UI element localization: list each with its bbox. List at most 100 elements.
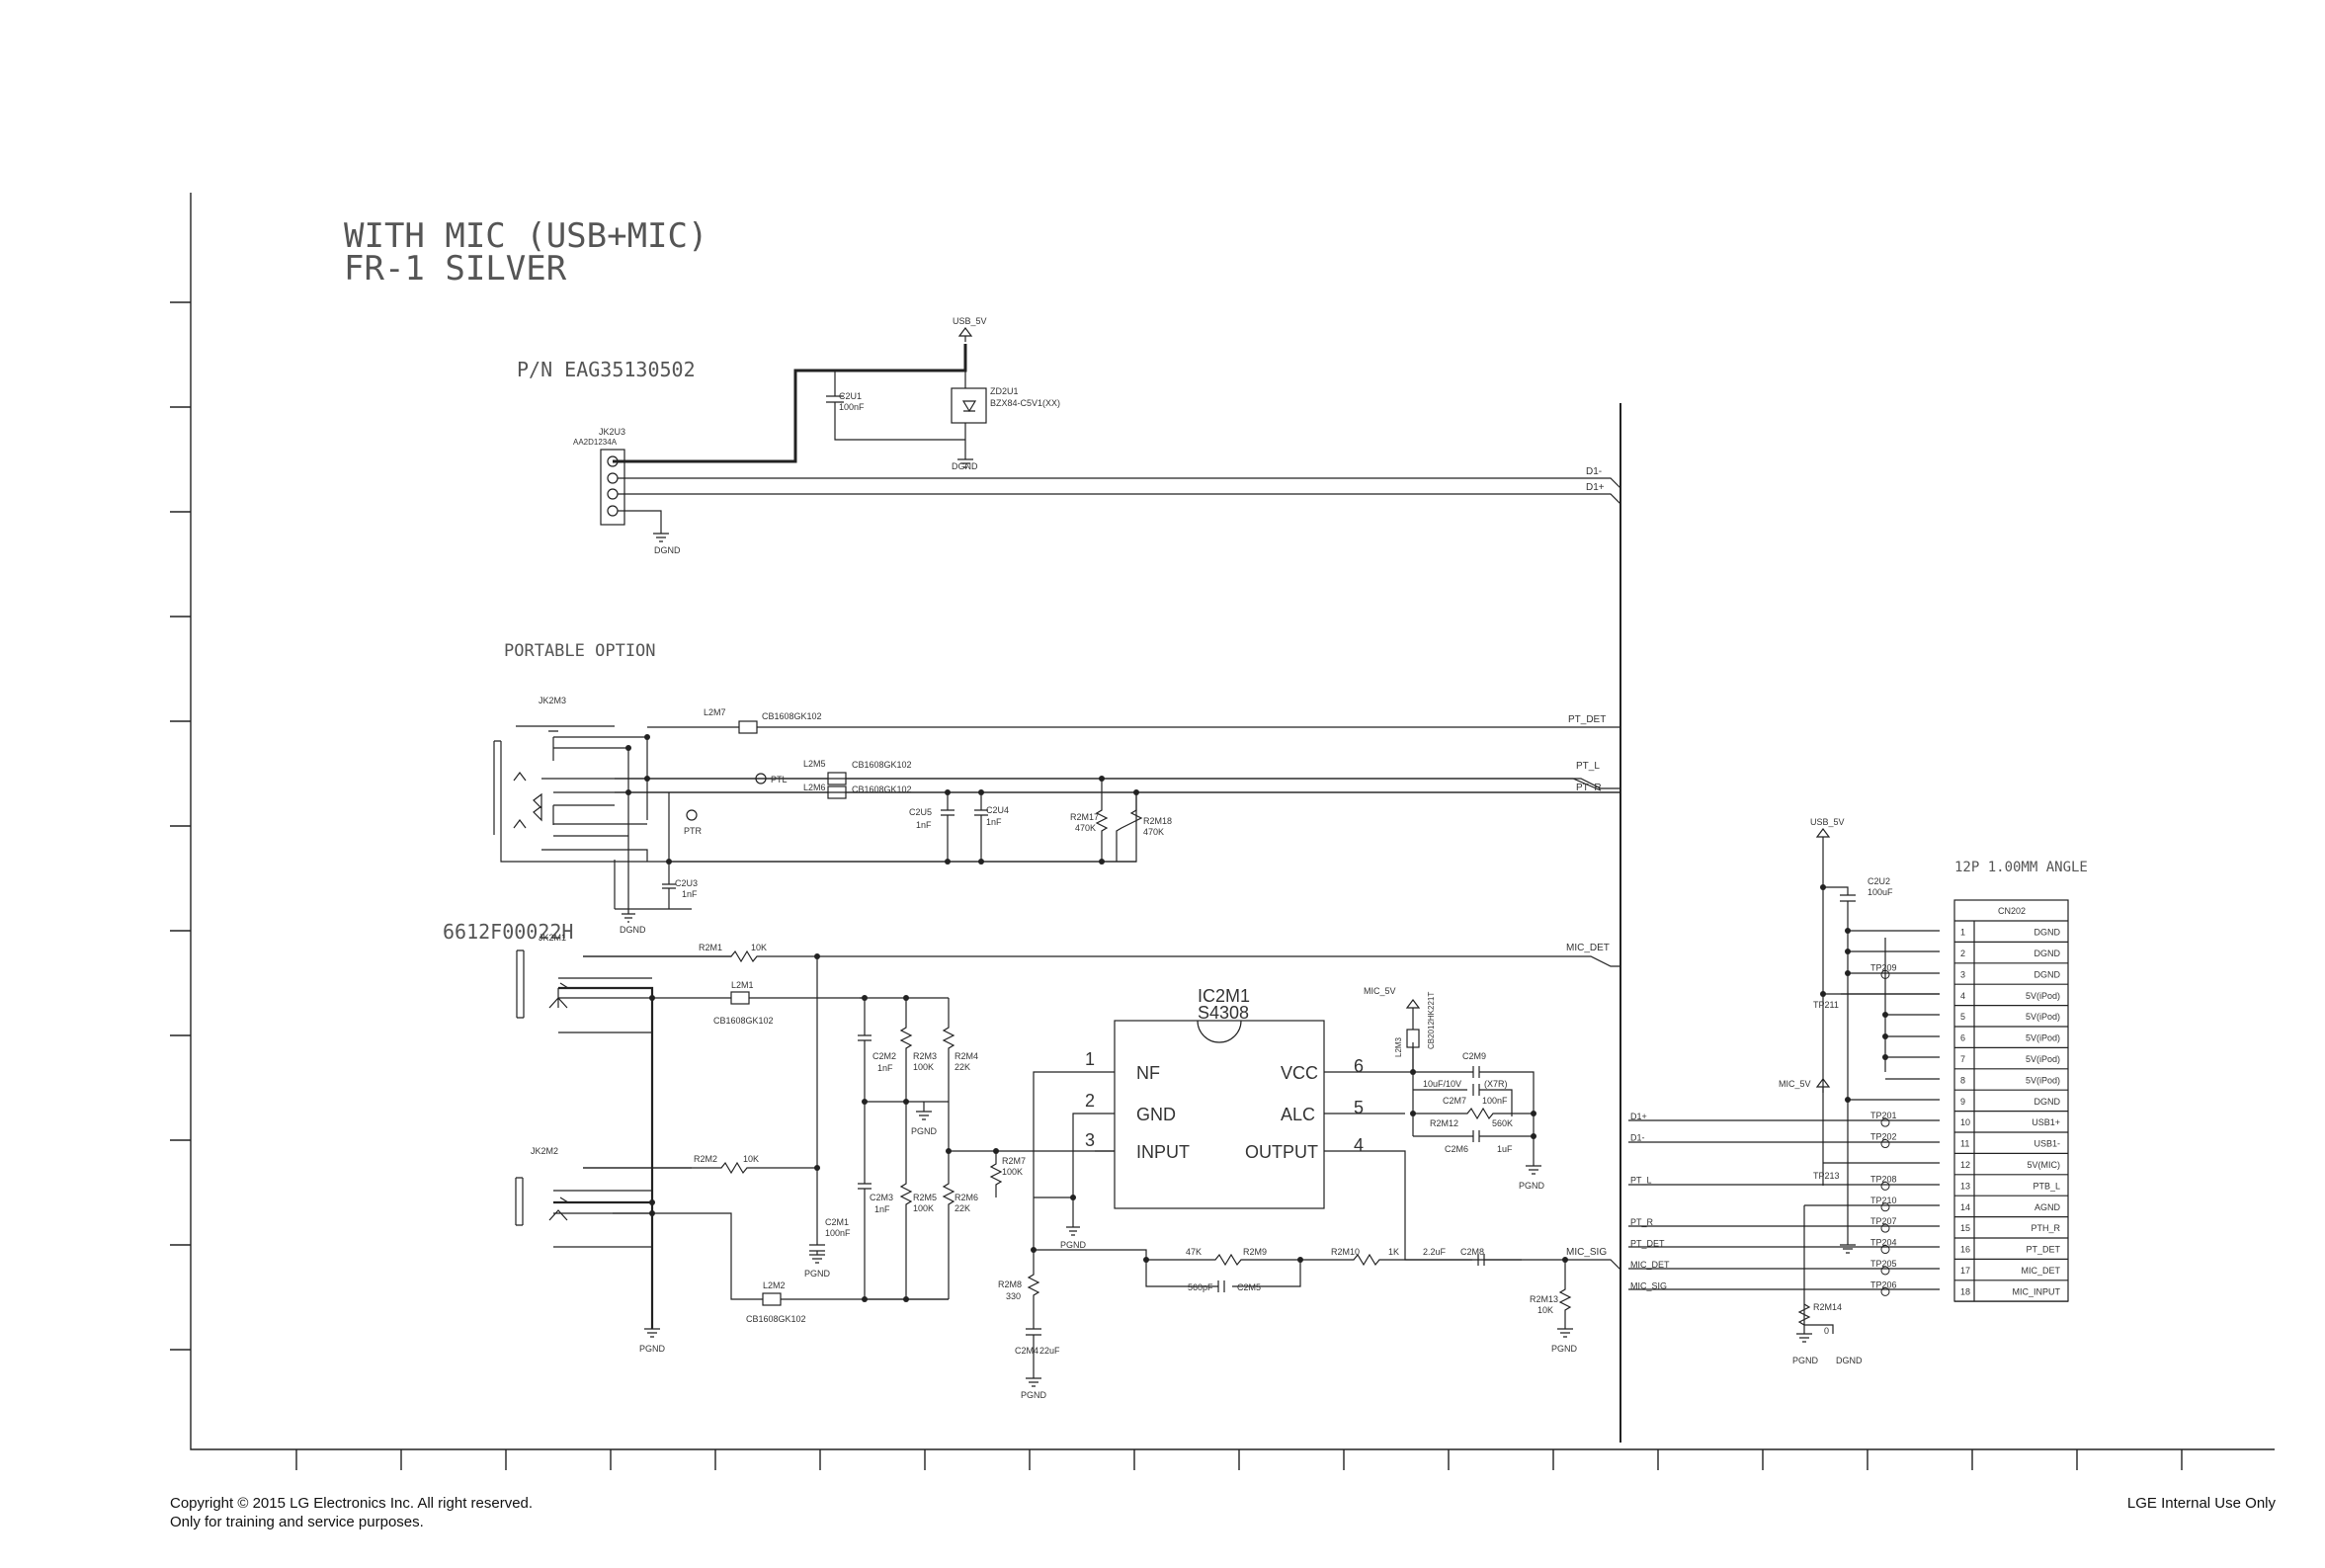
cn-pin-number: 9 <box>1960 1097 1965 1107</box>
cn-testpoint-label: TP210 <box>1870 1196 1897 1205</box>
cn-pin-name: 5V(iPod) <box>2026 1033 2060 1043</box>
l2m1-part: CB1608GK102 <box>713 1016 774 1026</box>
l2m2-ferrite <box>762 1292 782 1306</box>
r2m10-value: 1K <box>1388 1247 1399 1257</box>
training-text: Only for training and service purposes. <box>170 1514 424 1530</box>
ic2m1-body <box>1114 1020 1325 1209</box>
cn-testpoint-label: TP201 <box>1870 1111 1897 1120</box>
cn-testpoint-label: TP206 <box>1870 1279 1897 1289</box>
c2m8-value: 2.2uF <box>1423 1247 1447 1257</box>
pgnd-label-ic: PGND <box>1060 1240 1087 1250</box>
sheet-title-line1: WITH MIC (USB+MIC) <box>344 216 707 256</box>
r2m13-label: R2M13 <box>1530 1294 1558 1304</box>
ic-part: S4308 <box>1198 1003 1249 1023</box>
usb-5v-symbol <box>957 327 973 342</box>
cn202-label: CN202 <box>1998 906 2026 916</box>
c2u2-label: C2U2 <box>1868 876 1890 886</box>
pgnd-label-jack: PGND <box>639 1344 666 1354</box>
cn-pgnd-label: PGND <box>1792 1356 1819 1365</box>
l2m7-part: CB1608GK102 <box>762 711 822 721</box>
r2m13 <box>1557 1260 1573 1338</box>
l2m5-label: L2M5 <box>803 759 826 769</box>
c2u2-value: 100uF <box>1868 887 1893 897</box>
dgnd-label-usb: DGND <box>952 461 978 471</box>
cn-pin-name: 5V(iPod) <box>2026 1054 2060 1064</box>
jk2m1-thick <box>558 986 654 1329</box>
cn-left-rail <box>1822 843 1940 1254</box>
frame-left-border <box>190 193 2275 1450</box>
net-pt-det: PT_DET <box>1568 714 1606 725</box>
cn-net-label: MIC_SIG <box>1630 1280 1667 1290</box>
dgnd-label-jk2u3: DGND <box>654 545 681 555</box>
net-d-minus: D1- <box>1586 466 1602 477</box>
ic-pin-vcc: VCC <box>1281 1063 1318 1083</box>
cn-usb5v-symbol <box>1815 828 1831 843</box>
l2m3-part: CB2012HK221T <box>1427 992 1436 1049</box>
cn-testpoint <box>1880 1139 1890 1149</box>
r2m7-value: 100K <box>1002 1167 1023 1177</box>
ic-pin-gnd: GND <box>1136 1105 1176 1124</box>
cn-testpoint <box>1880 1202 1890 1212</box>
cn-net-label: PT_L <box>1630 1175 1652 1185</box>
r2m4-value: 22K <box>955 1062 970 1072</box>
cn-pin-name: PTH_R <box>2031 1223 2060 1233</box>
c2m1-label: C2M1 <box>825 1217 849 1227</box>
c2m9-value: 10uF/10V <box>1423 1079 1461 1089</box>
c2m4-value: 22uF <box>1039 1346 1060 1356</box>
cn-dgnd-rail <box>1848 930 1940 1101</box>
r2m8-value: 330 <box>1006 1291 1021 1301</box>
c2m6-label: C2M6 <box>1445 1144 1468 1154</box>
r2m10-label: R2M10 <box>1331 1247 1360 1257</box>
ic-pin-2: 2 <box>1085 1091 1095 1111</box>
r2m6-label: R2M6 <box>955 1193 978 1202</box>
cn-pin-number: 15 <box>1960 1223 1970 1233</box>
l2m7-label: L2M7 <box>704 707 726 717</box>
ptl-testpoint <box>755 773 767 784</box>
jk2m1-jack <box>516 949 731 1033</box>
jk2m2-jack <box>515 1167 692 1248</box>
r2m4-label: R2M4 <box>955 1051 978 1061</box>
vcc-network <box>1412 1014 1541 1175</box>
cn-pin-number: 6 <box>1960 1033 1965 1043</box>
zener-symbol <box>957 371 977 468</box>
ic-pin-6: 6 <box>1354 1056 1364 1076</box>
c2m2-value: 1nF <box>877 1063 893 1073</box>
cn-mic5v-label: MIC_5V <box>1779 1079 1811 1089</box>
r2m13-value: 10K <box>1537 1305 1553 1315</box>
r2m14-value: 0 <box>1824 1326 1829 1336</box>
r2m17-value: 470K <box>1075 823 1096 833</box>
cn-testpoint <box>1880 1245 1890 1255</box>
r2m1-label: R2M1 <box>699 943 722 952</box>
l2m5-part: CB1608GK102 <box>852 760 912 770</box>
r2m2-label: R2M2 <box>694 1154 717 1164</box>
r2m12-label: R2M12 <box>1430 1118 1458 1128</box>
ic-pin-nf: NF <box>1136 1063 1160 1083</box>
cn-pin-number: 17 <box>1960 1266 1970 1276</box>
cn-pin-name: DGND <box>2034 1097 2061 1107</box>
c2u1-value: 100nF <box>839 402 865 412</box>
l2m7-ferrite <box>738 720 758 734</box>
c2m8-label: C2M8 <box>1460 1247 1484 1257</box>
cn-pin-name: 5V(MIC) <box>2028 1160 2061 1170</box>
c2u4-value: 1nF <box>986 817 1002 827</box>
r2m3-value: 100K <box>913 1062 934 1072</box>
tp213-label: TP213 <box>1813 1171 1840 1181</box>
c2m5-label: C2M5 <box>1237 1282 1261 1292</box>
cn202-grid <box>1954 920 2068 1302</box>
zd2u1-part: BZX84-C5V1(XX) <box>990 398 1060 408</box>
cn-mic5v-symbol <box>1815 1078 1831 1093</box>
r2m9-value: 47K <box>1186 1247 1202 1257</box>
connector-title: 12P 1.00MM ANGLE <box>1954 860 2088 875</box>
jk2m3-contacts <box>513 725 615 851</box>
pgnd-label-c2m1: PGND <box>804 1269 831 1279</box>
r2m2-wire <box>583 1161 817 1175</box>
mic5v-label: MIC_5V <box>1364 986 1396 996</box>
r2m18-label: R2M18 <box>1143 816 1172 826</box>
jk2u3-connector <box>600 449 625 526</box>
ptl-label: PTL <box>771 775 788 784</box>
usb-d-plus-wire <box>618 493 1621 505</box>
tp211-label: TP211 <box>1813 1000 1839 1010</box>
zener-box <box>951 387 987 424</box>
cn-pin-name: 5V(iPod) <box>2026 1012 2060 1022</box>
cn-testpoint-label: TP202 <box>1870 1132 1897 1142</box>
